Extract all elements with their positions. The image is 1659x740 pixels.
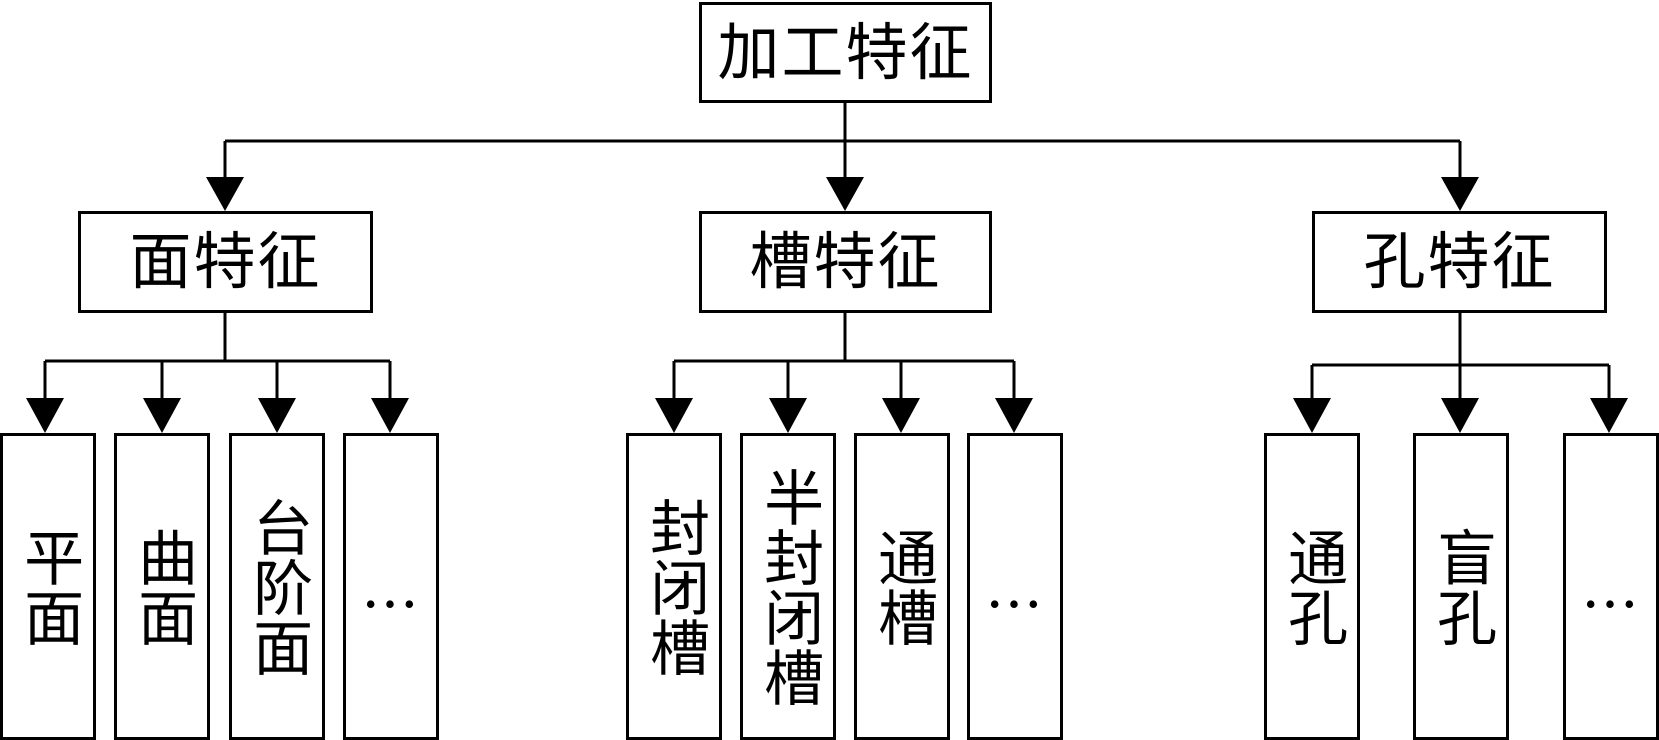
category-label: 孔特征 — [1363, 225, 1556, 298]
leaf-label: 通槽 — [867, 526, 938, 647]
leaf-label: 半封闭槽 — [753, 466, 824, 707]
arrowhead-cat-2 — [1441, 177, 1479, 211]
ellipsis-label: … — [1581, 552, 1641, 621]
leaf-node: 通槽 — [854, 433, 950, 740]
leaf-node: 平面 — [0, 433, 96, 740]
leaf-node-more: … — [343, 433, 439, 740]
arrowhead-cat-0 — [206, 177, 244, 211]
leaf-node: 通孔 — [1264, 433, 1360, 740]
category-node-slot: 槽特征 — [699, 211, 992, 313]
root-node-label: 加工特征 — [717, 15, 974, 89]
arrowhead-cat-1 — [826, 177, 864, 211]
ellipsis-label: … — [985, 552, 1045, 621]
leaf-label: 台阶面 — [242, 496, 313, 677]
leaf-node-more: … — [967, 433, 1063, 740]
leaf-node: 曲面 — [114, 433, 210, 740]
category-node-hole: 孔特征 — [1312, 211, 1607, 313]
leaf-node: 台阶面 — [229, 433, 325, 740]
leaf-label: 曲面 — [127, 526, 198, 647]
leaf-label: 封闭槽 — [639, 496, 710, 677]
root-node: 加工特征 — [699, 2, 992, 103]
leaf-node-more: … — [1563, 433, 1659, 740]
leaf-label: 通孔 — [1277, 526, 1348, 647]
leaf-node: 半封闭槽 — [740, 433, 836, 740]
category-node-face: 面特征 — [78, 211, 373, 313]
category-label: 面特征 — [129, 225, 322, 298]
leaf-label: 盲孔 — [1426, 526, 1497, 647]
category-label: 槽特征 — [749, 225, 942, 298]
leaf-node: 封闭槽 — [626, 433, 722, 740]
ellipsis-label: … — [361, 552, 421, 621]
leaf-label: 平面 — [13, 526, 84, 647]
leaf-node: 盲孔 — [1413, 433, 1509, 740]
